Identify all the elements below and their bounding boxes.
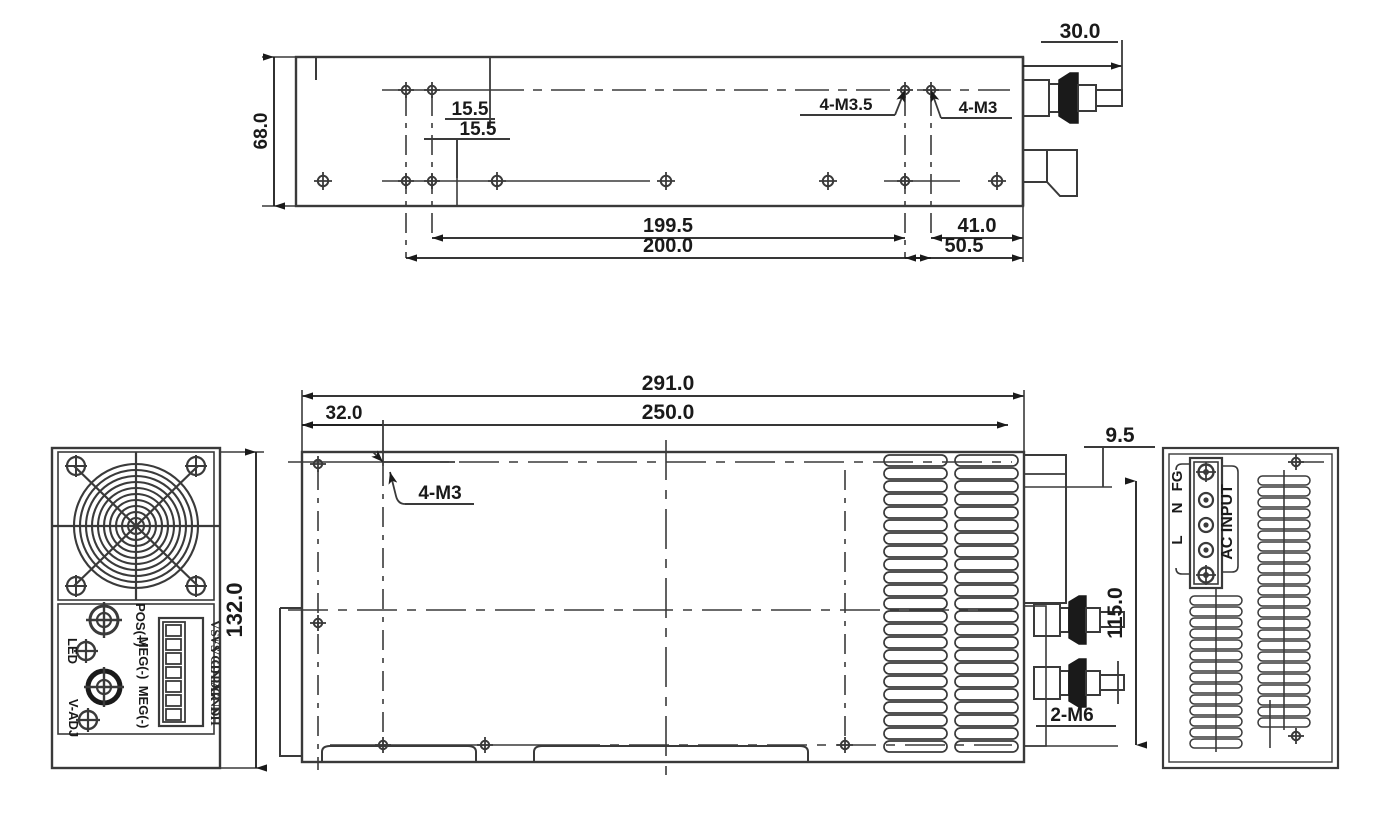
pin-label-2: VS-	[208, 636, 223, 657]
pin-label-3: VCD	[208, 646, 223, 674]
dim-panel-height: 132.0	[220, 448, 267, 772]
front-panel-outline	[50, 446, 222, 770]
callout-4-m3-5-label: 4-M3.5	[820, 95, 873, 114]
dim-top-30-0: 30.0	[1023, 20, 1123, 90]
dim-top-41-0: 41.0	[931, 215, 1023, 242]
dim-132-0-label: 132.0	[222, 582, 247, 637]
vent-fin-block	[883, 454, 1019, 753]
terminal-pin-7	[165, 708, 182, 721]
neg-terminal-label-a: MEG(-)	[136, 637, 151, 680]
pin-label-7: NH	[208, 706, 223, 726]
ac-terminal-label-n: N	[1169, 503, 1186, 514]
pos-terminal-label: POS(+)	[133, 603, 148, 647]
dim-115-0-label: 115.0	[1104, 587, 1127, 638]
dim-top-height: 68.0	[251, 53, 296, 210]
terminal-pin-6	[165, 694, 182, 707]
rear-panel-inner-outline	[1168, 453, 1333, 763]
dim-32-0-label: 32.0	[326, 403, 363, 424]
side-view-right-connectors	[1023, 454, 1125, 747]
dim-15-5-lower-label: 15.5	[460, 119, 497, 140]
ac-screw-3	[1197, 516, 1215, 534]
voltage-adjust-label: V-ADJ	[66, 699, 81, 737]
ac-screw-5	[1196, 565, 1216, 585]
pin-label-6: GND	[208, 688, 223, 717]
front-panel-view: POS(+) MEG(-) MEG(-) LED V-ADJ	[50, 446, 267, 772]
bottom-rail-left	[321, 745, 477, 762]
ac-screw-2	[1197, 491, 1215, 509]
dim-top-199-5: 199.5	[432, 215, 905, 242]
neg-terminal[interactable]	[84, 667, 124, 707]
dim-side-115-0: 115.0	[1104, 477, 1147, 749]
rear-vent-column-left	[1189, 588, 1243, 752]
terminal-pin-1	[165, 624, 182, 637]
output-control-area	[57, 603, 215, 735]
dim-top-offsets: 15.5 15.5	[424, 57, 510, 206]
dim-9-5-label: 9.5	[1105, 424, 1135, 447]
dim-side-250-0: 250.0	[302, 401, 1008, 429]
voltage-adjust-pot[interactable]	[76, 708, 100, 732]
dim-41-0-label: 41.0	[958, 215, 997, 237]
top-view-right-connectors	[1021, 57, 1123, 206]
dim-30-0-label: 30.0	[1060, 20, 1101, 43]
vent-column-right	[954, 454, 1019, 753]
pos-terminal[interactable]	[86, 602, 122, 638]
dim-50-5-label: 50.5	[945, 235, 984, 257]
dim-15-5-upper-label: 15.5	[452, 99, 489, 120]
ac-screw-1	[1196, 462, 1216, 482]
dim-side-9-5: 9.5	[1024, 424, 1155, 488]
rear-vent-column-right	[1257, 470, 1311, 748]
m6-stud-lower	[1033, 658, 1125, 708]
callout-2-m6: 2-M6	[1036, 705, 1116, 727]
signal-terminal-block[interactable]	[157, 616, 205, 728]
ac-input-terminal-block[interactable]	[1175, 456, 1239, 590]
top-view: 68.0 15.5 15.5 199.5 200.0 41.0	[251, 20, 1123, 262]
callout-4-m3-side: 4-M3	[371, 450, 474, 505]
ac-screw-4	[1197, 541, 1215, 559]
terminal-pin-4	[165, 666, 182, 679]
dim-top-50-5: 50.5	[905, 206, 1024, 262]
callout-2-m6-label: 2-M6	[1050, 705, 1093, 726]
side-view: 291.0 250.0 32.0 9.5 115.0	[279, 372, 1155, 776]
dim-top-height-label: 68.0	[251, 113, 272, 150]
pin-label-4: GND	[208, 660, 223, 689]
terminal-boot-icon	[1058, 72, 1079, 124]
neg-terminal-label-b: MEG(-)	[136, 686, 151, 729]
ac-terminal-label-l: L	[1169, 535, 1186, 544]
pin-label-1: VS+	[208, 620, 223, 644]
callout-4-m3-side-label: 4-M3	[418, 483, 461, 504]
vent-column-left	[883, 454, 948, 753]
terminal-pin-2	[165, 638, 182, 651]
callout-4-m3-5: 4-M3.5	[800, 89, 906, 116]
terminal-pin-3	[165, 652, 182, 665]
pin-label-5: PAR	[208, 675, 223, 701]
callout-4-m3-top: 4-M3	[930, 89, 1012, 119]
dim-top-200-0: 200.0	[406, 235, 931, 262]
callout-4-m3-top-label: 4-M3	[959, 98, 998, 117]
side-view-left-bracket	[279, 607, 302, 757]
terminal-pin-5	[165, 680, 182, 693]
bottom-rail-right	[533, 745, 809, 762]
dim-250-0-label: 250.0	[642, 401, 695, 424]
led-indicator	[74, 639, 98, 663]
dim-200-0-label: 200.0	[643, 235, 693, 257]
dim-291-0-label: 291.0	[642, 372, 695, 395]
cooling-fan-assembly	[52, 451, 220, 601]
ac-input-label: AC INPUT	[1219, 484, 1236, 560]
rear-panel-outline	[1161, 446, 1340, 770]
dim-side-291-0: 291.0	[301, 372, 1025, 455]
m6-stud-upper	[1033, 595, 1125, 645]
fan-grille-icon	[52, 452, 220, 600]
rear-panel-view: L N FG AC INPUT	[1161, 446, 1340, 770]
dim-199-5-label: 199.5	[643, 215, 693, 237]
dim-side-32-0: 32.0	[302, 403, 384, 466]
ac-terminal-label-fg: FG	[1169, 471, 1186, 492]
led-indicator-label: LED	[65, 638, 80, 664]
